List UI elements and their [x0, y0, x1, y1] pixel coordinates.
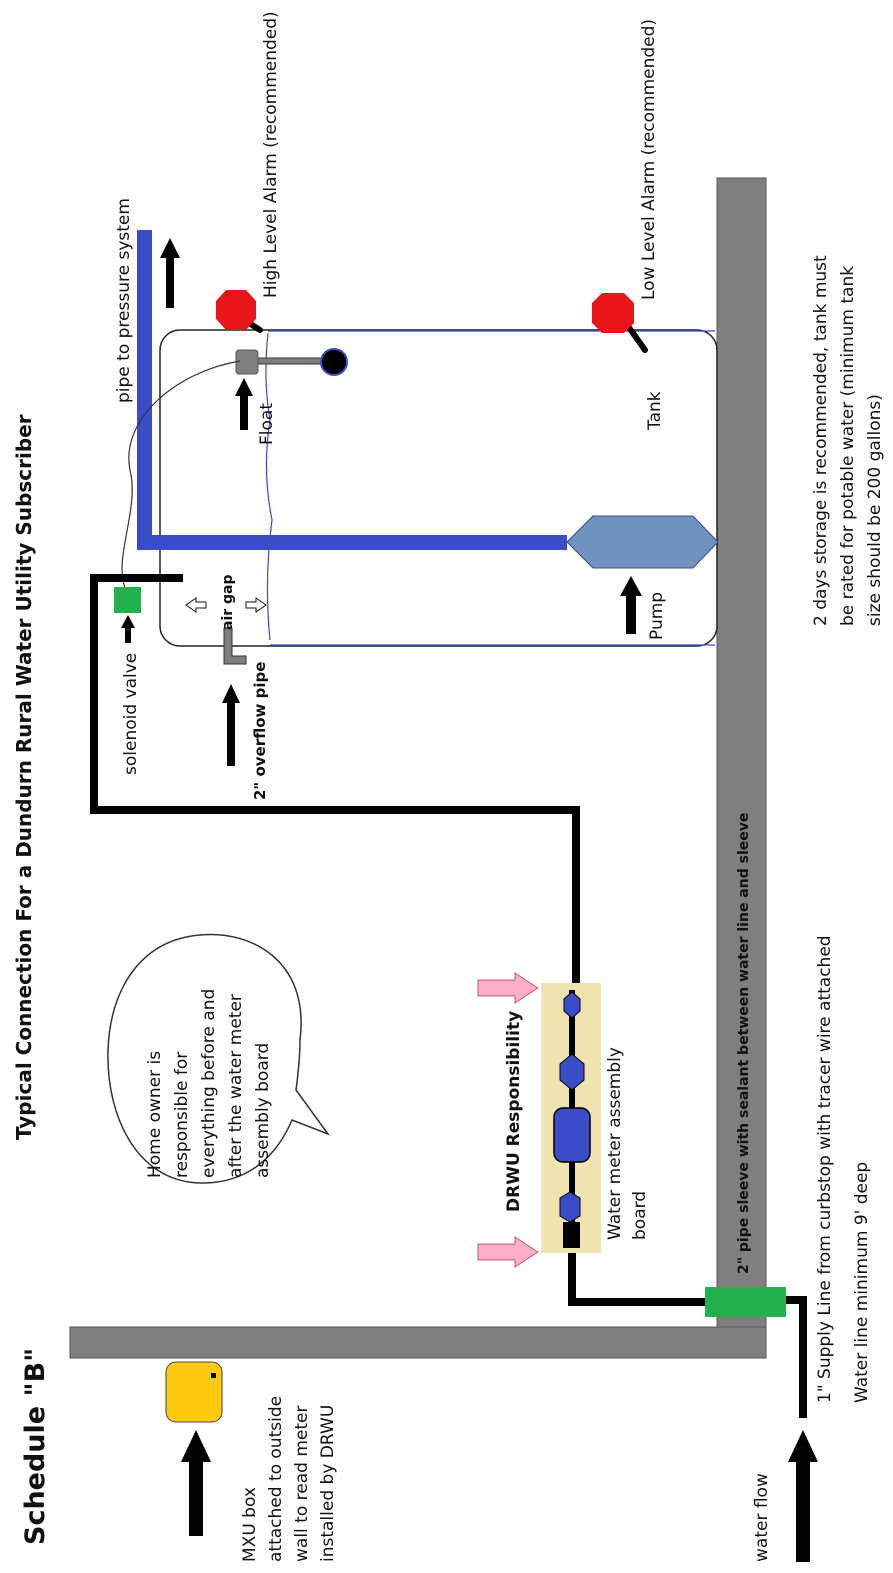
air-gap-arrow-down-icon	[245, 597, 267, 613]
arrow-pressure-icon	[160, 238, 180, 308]
label-meter-board-1: Water meter assembly	[605, 1047, 625, 1240]
label-air-gap: air gap	[220, 574, 236, 630]
mxu-box-dot	[211, 1373, 216, 1378]
label-supply-line: 1" Supply Line from curbstop with tracer…	[815, 935, 835, 1403]
tank	[159, 329, 718, 647]
label-mxu-1: MXU box	[240, 1487, 260, 1562]
inlet-line	[90, 574, 580, 986]
label-solenoid-valve: solenoid valve	[121, 653, 141, 775]
overflow-pipe	[223, 627, 247, 665]
pump	[566, 515, 719, 569]
speech-bubble	[107, 933, 331, 1184]
label-mxu-4: installed by DRWU	[318, 1405, 338, 1562]
bubble-line-3: everything before and	[199, 989, 219, 1178]
arrow-float-icon	[235, 378, 253, 430]
mxu-box-icon	[165, 1361, 223, 1423]
label-overflow-pipe: 2" overflow pipe	[251, 662, 269, 800]
label-water-flow: water flow	[752, 1473, 772, 1562]
label-tank: Tank	[645, 391, 665, 431]
meter-fitting-1	[563, 991, 581, 1019]
supply-line-outside	[786, 1296, 807, 1418]
schedule-label: Schedule "B"	[20, 1348, 51, 1545]
storage-note-1: 2 days storage is recommended, tank must	[811, 255, 831, 626]
water-meter-icon	[553, 1107, 591, 1163]
label-pipe-sleeve: 2" pipe sleeve with sealant between wate…	[736, 813, 752, 1274]
label-meter-board-2: board	[630, 1191, 650, 1240]
arrow-solenoid-icon	[121, 615, 135, 643]
black-arrows	[121, 238, 818, 1562]
arrow-overflow-icon	[222, 684, 240, 766]
float-mount	[235, 349, 259, 375]
meter-fitting-2	[559, 1053, 585, 1091]
label-pipe-to-pressure: pipe to pressure system	[114, 198, 134, 403]
pressure-pipe-vertical	[137, 230, 152, 550]
storage-note-3: size should be 200 gallons)	[865, 394, 885, 626]
arrow-mxu-icon	[181, 1430, 211, 1536]
solenoid-valve-icon	[114, 587, 141, 613]
storage-note-2: be rated for potable water (minimum tank	[838, 266, 858, 626]
label-low-alarm: Low Level Alarm (recommended)	[639, 19, 659, 300]
label-mxu-3: wall to read meter	[292, 1406, 312, 1562]
label-water-line-depth: Water line minimum 9' deep	[852, 1162, 872, 1403]
label-high-alarm: High Level Alarm (recommended)	[261, 11, 281, 298]
pipe-sleeve	[705, 1287, 786, 1317]
bubble-line-2: responsible for	[172, 1052, 192, 1178]
wall-horizontal	[69, 1326, 767, 1359]
pink-arrow-top-icon	[477, 972, 539, 1004]
pink-arrow-bottom-icon	[477, 1236, 539, 1268]
air-gap-arrow-up-icon	[185, 597, 207, 613]
float-wire	[121, 360, 241, 591]
bubble-line-1: Home owner is	[145, 1051, 165, 1178]
low-alarm-icon	[592, 293, 634, 333]
label-pump: Pump	[647, 592, 667, 640]
wall-vertical	[716, 177, 767, 1359]
bubble-line-5: assembly board	[253, 1043, 273, 1178]
water-surface	[265, 332, 273, 641]
label-float: Float	[257, 403, 277, 445]
meter-fitting-3	[559, 1191, 581, 1223]
high-alarm-icon	[216, 290, 256, 330]
diagram-title: Typical Connection For a Dundurn Rural W…	[12, 414, 36, 1140]
meter-coupling	[563, 1222, 580, 1248]
supply-line	[568, 1248, 706, 1306]
label-mxu-2: attached to outside	[266, 1396, 286, 1562]
label-drwu-responsibility: DRWU Responsibility	[504, 1011, 524, 1212]
bubble-line-4: after the water meter	[226, 994, 246, 1178]
float-rod	[251, 357, 325, 365]
float-ball-icon	[320, 348, 348, 376]
pressure-pipe-horizontal	[137, 535, 567, 550]
arrow-pump-icon	[620, 576, 642, 634]
arrow-water-flow-icon	[788, 1430, 818, 1562]
